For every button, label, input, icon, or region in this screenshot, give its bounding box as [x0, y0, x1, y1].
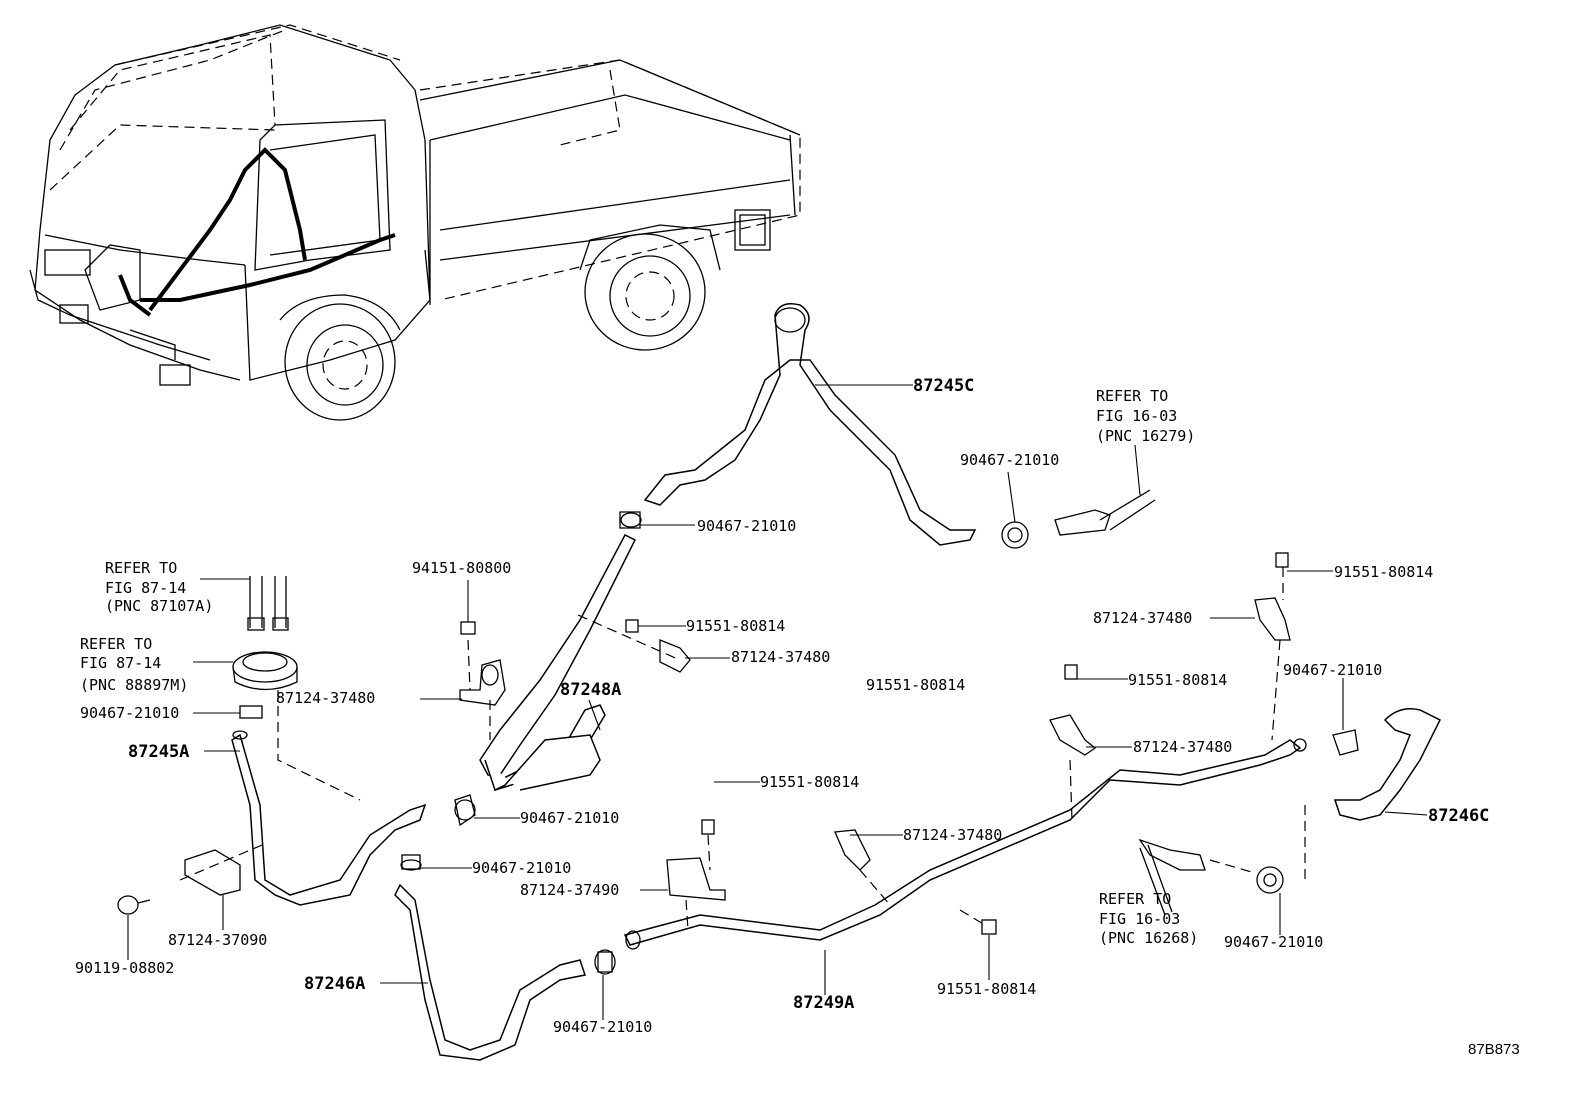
label-90467-21010-top: 90467-21010: [697, 517, 796, 535]
label-90467-21010-upper-right: 90467-21010: [960, 451, 1059, 469]
label-91551-80814-d: 91551-80814: [1128, 671, 1227, 689]
clamp-90467-lower: [400, 854, 422, 871]
label-87124-37480-b: 87124-37480: [731, 648, 830, 666]
label-90119-08802: 90119-08802: [75, 959, 174, 977]
figure-id: 87B873: [1468, 1041, 1520, 1058]
label-87245C: 87245C: [913, 376, 974, 396]
hose-87249A: [623, 738, 1307, 950]
label-87246A: 87246A: [304, 974, 365, 994]
label-90467-21010-lower: 90467-21010: [472, 859, 571, 877]
pipes-87107A: [247, 576, 289, 631]
reservoir-cap: [232, 651, 298, 691]
bracket-87124-37480-c: [1254, 597, 1291, 641]
ref-16279-l3: (PNC 16279): [1096, 427, 1195, 445]
ref-16279-l2: FIG 16-03: [1096, 407, 1177, 425]
ref-16268-l1: REFER TO: [1099, 890, 1171, 908]
hose-87246C: [1333, 708, 1442, 821]
label-90467-21010-bottom: 90467-21010: [553, 1018, 652, 1036]
ref-87107A-l3: (PNC 87107A): [105, 597, 213, 615]
bracket-87124-37090: [184, 849, 241, 896]
label-87124-37480-d: 87124-37480: [1133, 738, 1232, 756]
ref-16268-l2: FIG 16-03: [1099, 910, 1180, 928]
ref-16268-l3: (PNC 16268): [1099, 929, 1198, 947]
label-91551-80814-c: 91551-80814: [1334, 563, 1433, 581]
label-87246C: 87246C: [1428, 806, 1489, 826]
label-90467-21010-r3: 90467-21010: [1224, 933, 1323, 951]
label-90467-21010-mid: 90467-21010: [520, 809, 619, 827]
label-87249A: 87249A: [793, 993, 854, 1013]
clamp-90467-r3: [1256, 866, 1284, 894]
label-90467-21010-right: 90467-21010: [1283, 661, 1382, 679]
hose-87245A: [231, 730, 427, 906]
bolt-94151: [460, 621, 476, 635]
ref-88897M-l3: (PNC 88897M): [80, 676, 188, 694]
bracket-87124-37480-a: [459, 659, 506, 706]
connector-16279: [1054, 489, 1156, 536]
label-91551-80814-a: 91551-80814: [686, 617, 785, 635]
leader-lines: [127, 384, 1428, 1020]
bracket-87124-37480-e: [834, 829, 871, 871]
label-87124-37480-e: 87124-37480: [903, 826, 1002, 844]
label-87124-37480-c: 87124-37480: [1093, 609, 1192, 627]
bolts-91551: [701, 552, 1289, 935]
label-87245A: 87245A: [128, 742, 189, 762]
label-91551-80814-b: 91551-80814: [866, 676, 965, 694]
clamp-90467-top: [619, 511, 642, 529]
ref-88897M-l1: REFER TO: [80, 635, 152, 653]
ref-87107A-l2: FIG 87-14: [105, 579, 186, 597]
hose-87245C: [643, 303, 977, 546]
clamp-90467-bottom: [594, 949, 616, 975]
clamp-90467-mid: [454, 794, 476, 827]
bolt-90119: [117, 895, 151, 915]
bolt-91551-a: [625, 619, 639, 633]
assembly-guides: [179, 567, 1306, 931]
ref-16279-l1: REFER TO: [1096, 387, 1168, 405]
truck-illustration: [29, 24, 801, 421]
label-91551-80814-e: 91551-80814: [760, 773, 859, 791]
label-91551-80814-f: 91551-80814: [937, 980, 1036, 998]
label-87248A: 87248A: [560, 680, 621, 700]
label-90467-21010-left: 90467-21010: [80, 704, 179, 722]
clamp-90467-left: [239, 705, 263, 719]
hose-87248A: [479, 534, 637, 792]
clamp-90467-r2: [1332, 729, 1359, 756]
clamp-90467-right: [1001, 521, 1029, 549]
bracket-87124-37480-b: [659, 639, 691, 673]
label-87124-37490: 87124-37490: [520, 881, 619, 899]
label-94151-80800: 94151-80800: [412, 559, 511, 577]
bracket-87124-37480-d: [1049, 714, 1097, 756]
label-87124-37090: 87124-37090: [168, 931, 267, 949]
bracket-87124-37490: [666, 857, 726, 901]
ref-87107A-l1: REFER TO: [105, 559, 177, 577]
ref-88897M-l2: FIG 87-14: [80, 654, 161, 672]
hose-87246A: [394, 883, 586, 1061]
connector-16268: [1138, 838, 1206, 916]
label-87124-37480-a: 87124-37480: [276, 689, 375, 707]
